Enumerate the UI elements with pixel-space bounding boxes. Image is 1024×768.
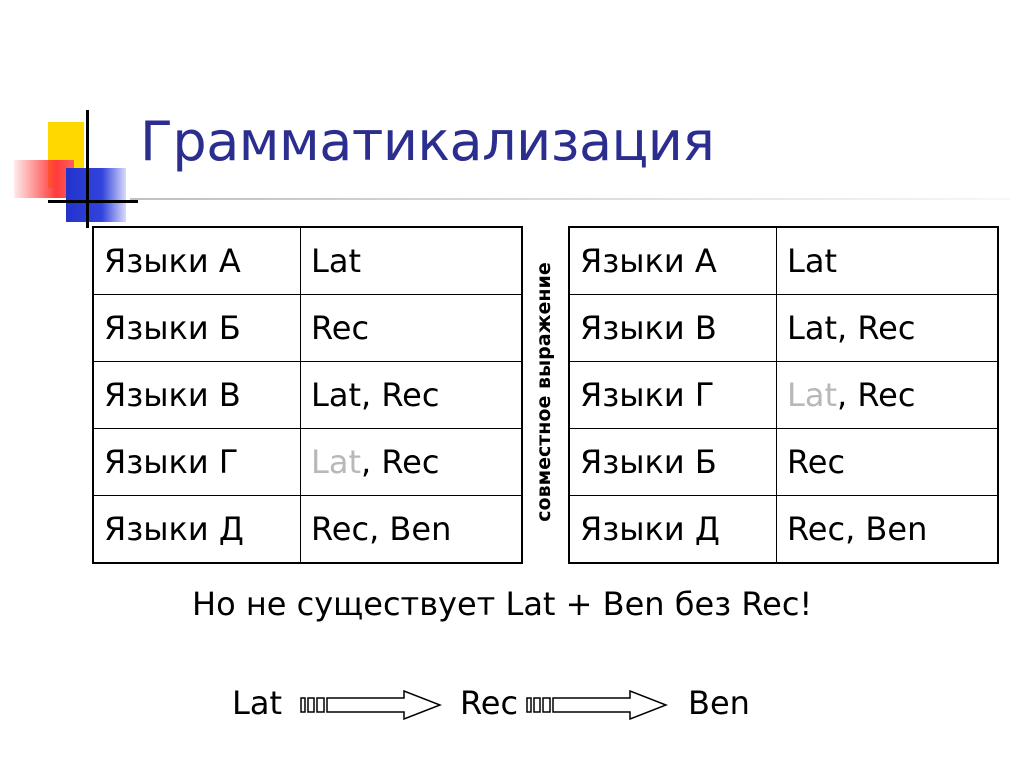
table-row: Языки В Lat, Rec: [92, 361, 523, 429]
red-square-decoration: [14, 160, 74, 198]
features-cell: Rec, Ben: [300, 495, 523, 564]
feature-text: Rec: [787, 443, 846, 481]
features-cell: Lat: [776, 226, 999, 295]
features-cell: Rec: [776, 428, 999, 496]
language-group-cell: Языки В: [568, 294, 777, 362]
joint-expression-label: совместное выражение: [533, 262, 555, 522]
feature-text: Lat: [311, 242, 361, 280]
language-group-cell: Языки Б: [568, 428, 777, 496]
table-row: Языки Д Rec, Ben: [568, 495, 999, 564]
feature-text: Lat, Rec: [311, 376, 440, 414]
feature-text: Rec, Ben: [311, 510, 452, 548]
feature-text: Rec: [311, 309, 370, 347]
note-text: Но не существует Lat + Ben без Rec!: [192, 585, 813, 623]
language-group-cell: Языки Д: [568, 495, 777, 564]
slide-title: Грамматикализация: [140, 110, 715, 173]
muted-feature-text: Lat: [787, 376, 837, 414]
horizontal-line-decoration: [48, 200, 138, 203]
language-group-cell: Языки Г: [92, 428, 301, 496]
language-group-cell: Языки В: [92, 361, 301, 429]
table-row: Языки Б Rec: [568, 428, 999, 496]
table-row: Языки А Lat: [568, 226, 999, 295]
features-cell: Lat, Rec: [776, 294, 999, 362]
striped-right-arrow-icon: [526, 690, 668, 720]
table-row: Языки Д Rec, Ben: [92, 495, 523, 564]
decorative-corner-graphic: [0, 0, 150, 240]
table-row: Языки А Lat: [92, 226, 523, 295]
blue-square-decoration: [66, 168, 126, 222]
features-cell: Lat, Rec: [300, 361, 523, 429]
features-cell: Lat: [300, 226, 523, 295]
features-cell: Rec: [300, 294, 523, 362]
feature-text: Rec, Ben: [787, 510, 928, 548]
features-cell: Lat, Rec: [776, 361, 999, 429]
feature-text: , Rec: [836, 376, 916, 414]
feature-text: Lat: [787, 242, 837, 280]
language-group-cell: Языки А: [568, 226, 777, 295]
table-row: Языки В Lat, Rec: [568, 294, 999, 362]
feature-text: Lat, Rec: [787, 309, 916, 347]
muted-feature-text: Lat: [311, 443, 361, 481]
feature-text: , Rec: [360, 443, 440, 481]
language-group-cell: Языки Д: [92, 495, 301, 564]
chain-step-rec: Rec: [460, 684, 519, 722]
title-underline: [130, 198, 1010, 200]
language-group-cell: Языки Г: [568, 361, 777, 429]
language-group-cell: Языки Б: [92, 294, 301, 362]
features-cell: Lat, Rec: [300, 428, 523, 496]
features-cell: Rec, Ben: [776, 495, 999, 564]
chain-step-ben: Ben: [688, 684, 750, 722]
chain-step-lat: Lat: [232, 684, 282, 722]
language-group-cell: Языки А: [92, 226, 301, 295]
striped-right-arrow-icon: [300, 690, 442, 720]
table-row: Языки Б Rec: [92, 294, 523, 362]
vertical-line-decoration: [86, 110, 89, 228]
